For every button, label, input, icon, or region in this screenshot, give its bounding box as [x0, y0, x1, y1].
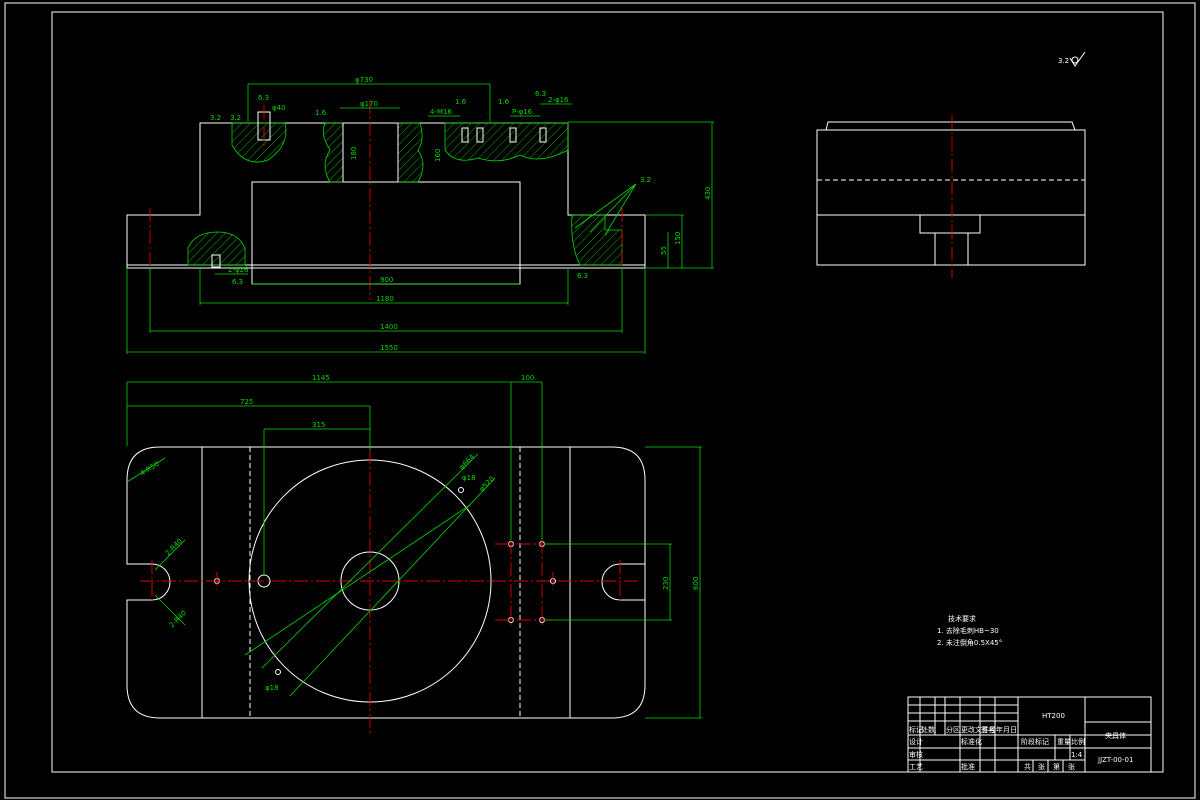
dim-v600: 600: [692, 577, 700, 590]
tb-sheet-3: 张: [1068, 762, 1075, 771]
dim-h1180: 1180: [376, 295, 394, 303]
dim-s2R40b: 2-R40: [168, 609, 188, 629]
dim-d664: φ664: [458, 453, 477, 472]
tb-row-design: 设计: [909, 737, 923, 746]
dim-h1145: 1145: [312, 374, 330, 382]
tb-col-docno: 更改文件号: [961, 725, 996, 734]
tb-row-check: 审核: [909, 750, 923, 759]
dim-v150: 150: [674, 232, 682, 245]
dim-c18a: φ18: [462, 474, 476, 482]
hatch-center-left: [322, 122, 344, 183]
technical-notes: 技术要求 1. 去除毛刺HB~30 2. 未注倒角0.5X45°: [937, 614, 1002, 647]
tb-row-craft: 工艺: [909, 763, 923, 771]
dim-d170: φ170: [360, 100, 378, 108]
tb-col-zone: 分区: [946, 725, 960, 734]
dim-h900: 900: [380, 276, 393, 284]
dim-v230: 230: [662, 577, 670, 590]
hatch-left-top: [231, 122, 287, 163]
front-section-view: [126, 100, 646, 300]
dim-s2R40a: 2-R40: [164, 537, 184, 557]
dim-r32a: 3.2: [230, 114, 241, 122]
tb-col-sign: 签名: [981, 725, 995, 734]
tb-drawing-name: 夹具体: [1105, 731, 1126, 740]
dim-r63b: 6.3: [535, 90, 546, 98]
hatch-right-top: [444, 122, 569, 162]
notes-title: 技术要求: [948, 614, 976, 623]
dim-r63d: 6.3: [577, 272, 588, 280]
dim-d520: φ520: [478, 475, 496, 493]
dim-r16c: 1.6: [498, 98, 510, 106]
dim-r63c: 6.3: [232, 278, 243, 286]
dim-h725: 725: [240, 398, 253, 406]
notes-line1: 1. 去除毛刺HB~30: [937, 626, 999, 635]
dim-h16: 2-φ16: [548, 96, 569, 104]
dim-v180: 180: [350, 147, 358, 160]
front-dimensions: φ730 φ170 φ40 4-M16 P-φ16 2-φ16 3.2 3.2 …: [126, 76, 714, 354]
plan-view: [126, 446, 646, 735]
dim-h315: 315: [312, 421, 325, 429]
dim-r4R50: 4-R50: [139, 460, 161, 478]
notes-line2: 2. 未注倒角0.5X45°: [937, 638, 1002, 647]
general-roughness-symbol: 3.2: [1058, 51, 1086, 67]
dim-v430: 430: [704, 187, 712, 200]
dim-p16: P-φ16: [512, 108, 533, 116]
dim-d40: φ40: [272, 104, 286, 112]
dim-d730: φ730: [355, 76, 373, 84]
tb-row-std: 标准化: [961, 737, 982, 746]
tb-weight-label: 重量: [1057, 738, 1071, 746]
title-block: HT200 夹具体 JJZT-00-01 1:4 重量 比例 阶段标记 标记 处…: [907, 696, 1152, 773]
tb-scale-label: 比例: [1071, 737, 1085, 746]
dim-m16: 4-M16: [430, 108, 452, 116]
tb-stage-label: 阶段标记: [1021, 737, 1049, 746]
dim-r32b: 3.2: [210, 114, 221, 122]
tb-sheet-2: 第: [1053, 762, 1060, 771]
hatch-right-bottom: [571, 214, 623, 266]
dim-c18b: φ18: [265, 684, 279, 692]
dim-s2d26: 2-φ26: [228, 266, 249, 274]
side-view: [816, 115, 1086, 278]
dim-v160: 160: [434, 149, 442, 162]
roughness-value: 3.2: [1058, 57, 1069, 65]
hatch-left-bottom: [187, 231, 246, 266]
dim-h1400: 1400: [380, 323, 398, 331]
tb-scale: 1:4: [1071, 751, 1083, 759]
tb-drawing-number: JJZT-00-01: [1097, 756, 1133, 764]
plan-dimensions: 1145 100 725 315 230 600 4-R50 φ664 φ520…: [126, 374, 702, 719]
hatch-center-right: [397, 122, 424, 183]
tb-col-date: 年月日: [996, 725, 1017, 734]
tb-sheet-total: 共: [1024, 762, 1031, 771]
tb-material: HT200: [1042, 712, 1065, 720]
dim-r32c: 3.2: [640, 176, 651, 184]
dim-v55: 55: [660, 246, 668, 255]
tb-row-approve: 批准: [961, 762, 975, 771]
tb-col-count: 处数: [921, 725, 935, 734]
dim-h1550: 1550: [380, 344, 398, 352]
dim-r16a: 1.6: [315, 109, 327, 117]
outer-frame: [4, 2, 1196, 799]
tb-sheet-1: 张: [1038, 762, 1045, 771]
dim-r63a: 6.3: [258, 94, 269, 102]
dim-h100: 100: [521, 374, 534, 382]
tb-col-mark: 标记: [909, 725, 923, 734]
dim-r16b: 1.6: [455, 98, 467, 106]
inner-frame: [51, 11, 1164, 773]
